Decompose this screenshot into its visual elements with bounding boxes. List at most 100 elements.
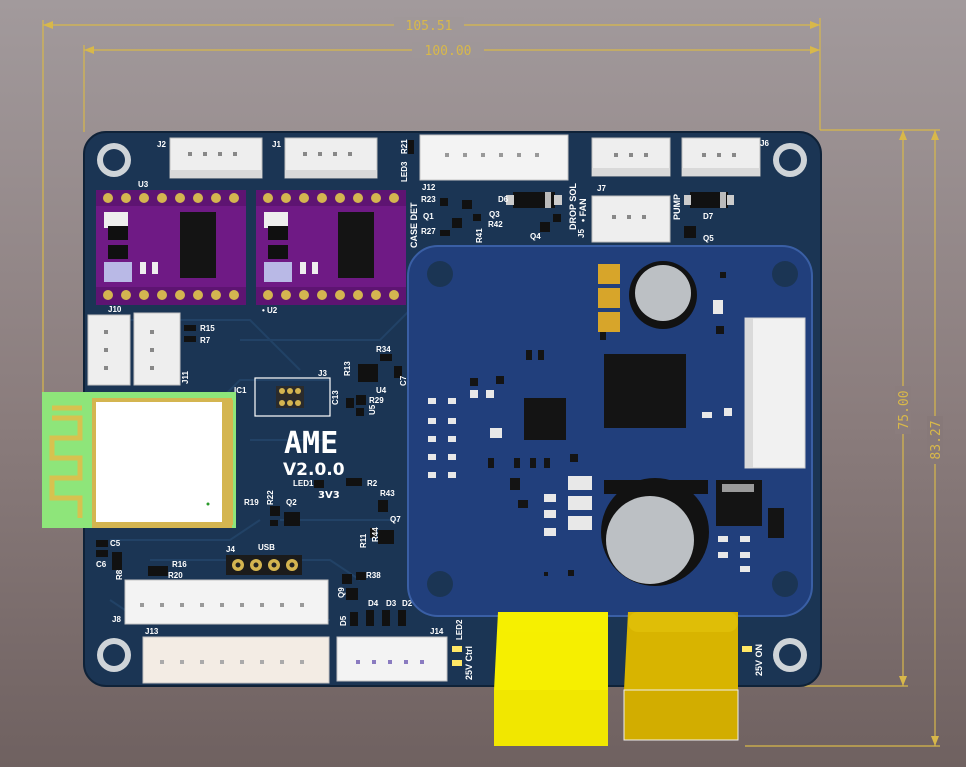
connector-j10 — [87, 314, 131, 386]
label-r29: R29 — [369, 396, 384, 405]
small-smd-cluster-e — [96, 540, 168, 576]
label-d4: D4 — [368, 599, 379, 608]
label-d5: D5 — [339, 615, 348, 626]
logo-brand: AME — [284, 426, 338, 461]
label-j11: J11 — [181, 371, 190, 384]
logo-rail: 3V3 — [318, 490, 340, 501]
small-smd-cluster-b — [184, 325, 196, 342]
label-q3: Q3 — [489, 210, 500, 219]
ame-logo: AME V2.0.0 3V3 — [283, 426, 345, 501]
diode-d7 — [684, 192, 734, 208]
label-d7: D7 — [703, 212, 714, 221]
label-j4: J4 — [226, 545, 235, 554]
connector-j1 — [284, 137, 378, 179]
label-u5: U5 — [368, 404, 377, 415]
header-j4 — [226, 555, 302, 575]
connector-j7 — [591, 137, 671, 177]
label-j12: J12 — [422, 183, 436, 192]
label-r42: R42 — [488, 220, 503, 229]
mounting-hole-br — [773, 638, 807, 672]
label-usb: USB — [258, 543, 275, 552]
label-j3: J3 — [318, 369, 327, 378]
label-r21: R21 — [400, 139, 409, 154]
dimension-inner-width: 100.00 — [425, 44, 472, 59]
dimension-inner-height: 75.00 — [897, 390, 912, 429]
label-j1: J1 — [272, 140, 281, 149]
label-r11: R11 — [359, 533, 368, 548]
label-r44: R44 — [371, 527, 380, 542]
label-j2: J2 — [157, 140, 166, 149]
label-r16: R16 — [172, 560, 187, 569]
label-r7: R7 — [200, 336, 211, 345]
label-led2: LED2 — [455, 619, 464, 640]
connector-j11 — [133, 312, 181, 386]
label-j10: J10 — [108, 305, 122, 314]
small-smd-cluster-a — [408, 140, 696, 238]
label-q9: Q9 — [337, 587, 346, 598]
dc-dc-converter-module — [407, 245, 813, 617]
label-j13: J13 — [145, 627, 159, 636]
label-r8: R8 — [115, 569, 124, 580]
connector-j12 — [419, 134, 569, 181]
label-r13: R13 — [343, 361, 352, 376]
label-r22: R22 — [266, 490, 275, 505]
label-25v-on: 25V ON — [754, 644, 764, 676]
mounting-hole-tl — [97, 143, 131, 177]
label-q5: Q5 — [703, 234, 714, 243]
dimension-arrows — [43, 21, 939, 746]
label-r41: R41 — [475, 228, 484, 243]
label-r38: R38 — [366, 571, 381, 580]
label-r15: R15 — [200, 324, 215, 333]
label-25v-ctrl: 25V Ctrl — [464, 646, 474, 680]
label-r27: R27 — [421, 227, 436, 236]
label-c7: C7 — [399, 375, 408, 386]
label-j7: J7 — [597, 184, 606, 193]
diode-d6 — [506, 192, 562, 208]
label-q4: Q4 — [530, 232, 541, 241]
logo-version: V2.0.0 — [283, 460, 345, 480]
label-pump: PUMP — [672, 194, 682, 220]
led-indicators — [452, 646, 752, 666]
dimension-outer-width: 105.51 — [406, 19, 453, 34]
label-r34: R34 — [376, 345, 391, 354]
dimension-outer-height: 83.27 — [929, 420, 944, 459]
label-r23: R23 — [421, 195, 436, 204]
label-fan: • FAN — [578, 198, 588, 222]
connector-j14 — [336, 636, 448, 682]
label-j6: J6 — [760, 139, 769, 148]
label-case-det: CASE DET — [409, 202, 419, 248]
label-j8: J8 — [112, 615, 121, 624]
label-d6: D6 — [498, 195, 509, 204]
stepper-driver-u3 — [96, 190, 246, 305]
label-q7: Q7 — [390, 515, 401, 524]
label-u3: U3 — [138, 180, 149, 189]
mounting-hole-tr — [773, 143, 807, 177]
label-c5: C5 — [110, 539, 121, 548]
label-q1: Q1 — [423, 212, 434, 221]
connector-j13 — [142, 636, 330, 684]
xt60-connector-dark-yellow — [623, 612, 739, 741]
connector-j6 — [681, 137, 761, 177]
label-led1: LED1 — [293, 479, 314, 488]
label-j5: J5 — [577, 229, 586, 238]
label-c6: C6 — [96, 560, 107, 569]
stepper-driver-u2 — [256, 190, 406, 305]
label-u2: • U2 — [262, 306, 278, 315]
wifi-module — [42, 392, 236, 528]
xt60-connector-yellow — [494, 612, 608, 746]
label-j14: J14 — [430, 627, 444, 636]
label-r20: R20 — [168, 571, 183, 580]
header-j3 — [254, 377, 331, 417]
label-u4: U4 — [376, 386, 387, 395]
mounting-hole-bl — [97, 638, 131, 672]
label-r19: R19 — [244, 498, 259, 507]
label-drop-sol: DROP SOL — [568, 183, 578, 230]
label-d2: D2 — [402, 599, 413, 608]
small-smd-cluster-d — [270, 478, 394, 544]
label-r2: R2 — [367, 479, 378, 488]
small-smd-cluster-f — [342, 572, 406, 626]
small-smd-cluster-c — [346, 354, 402, 416]
label-ic1: IC1 — [234, 386, 247, 395]
label-c13: C13 — [331, 390, 340, 405]
